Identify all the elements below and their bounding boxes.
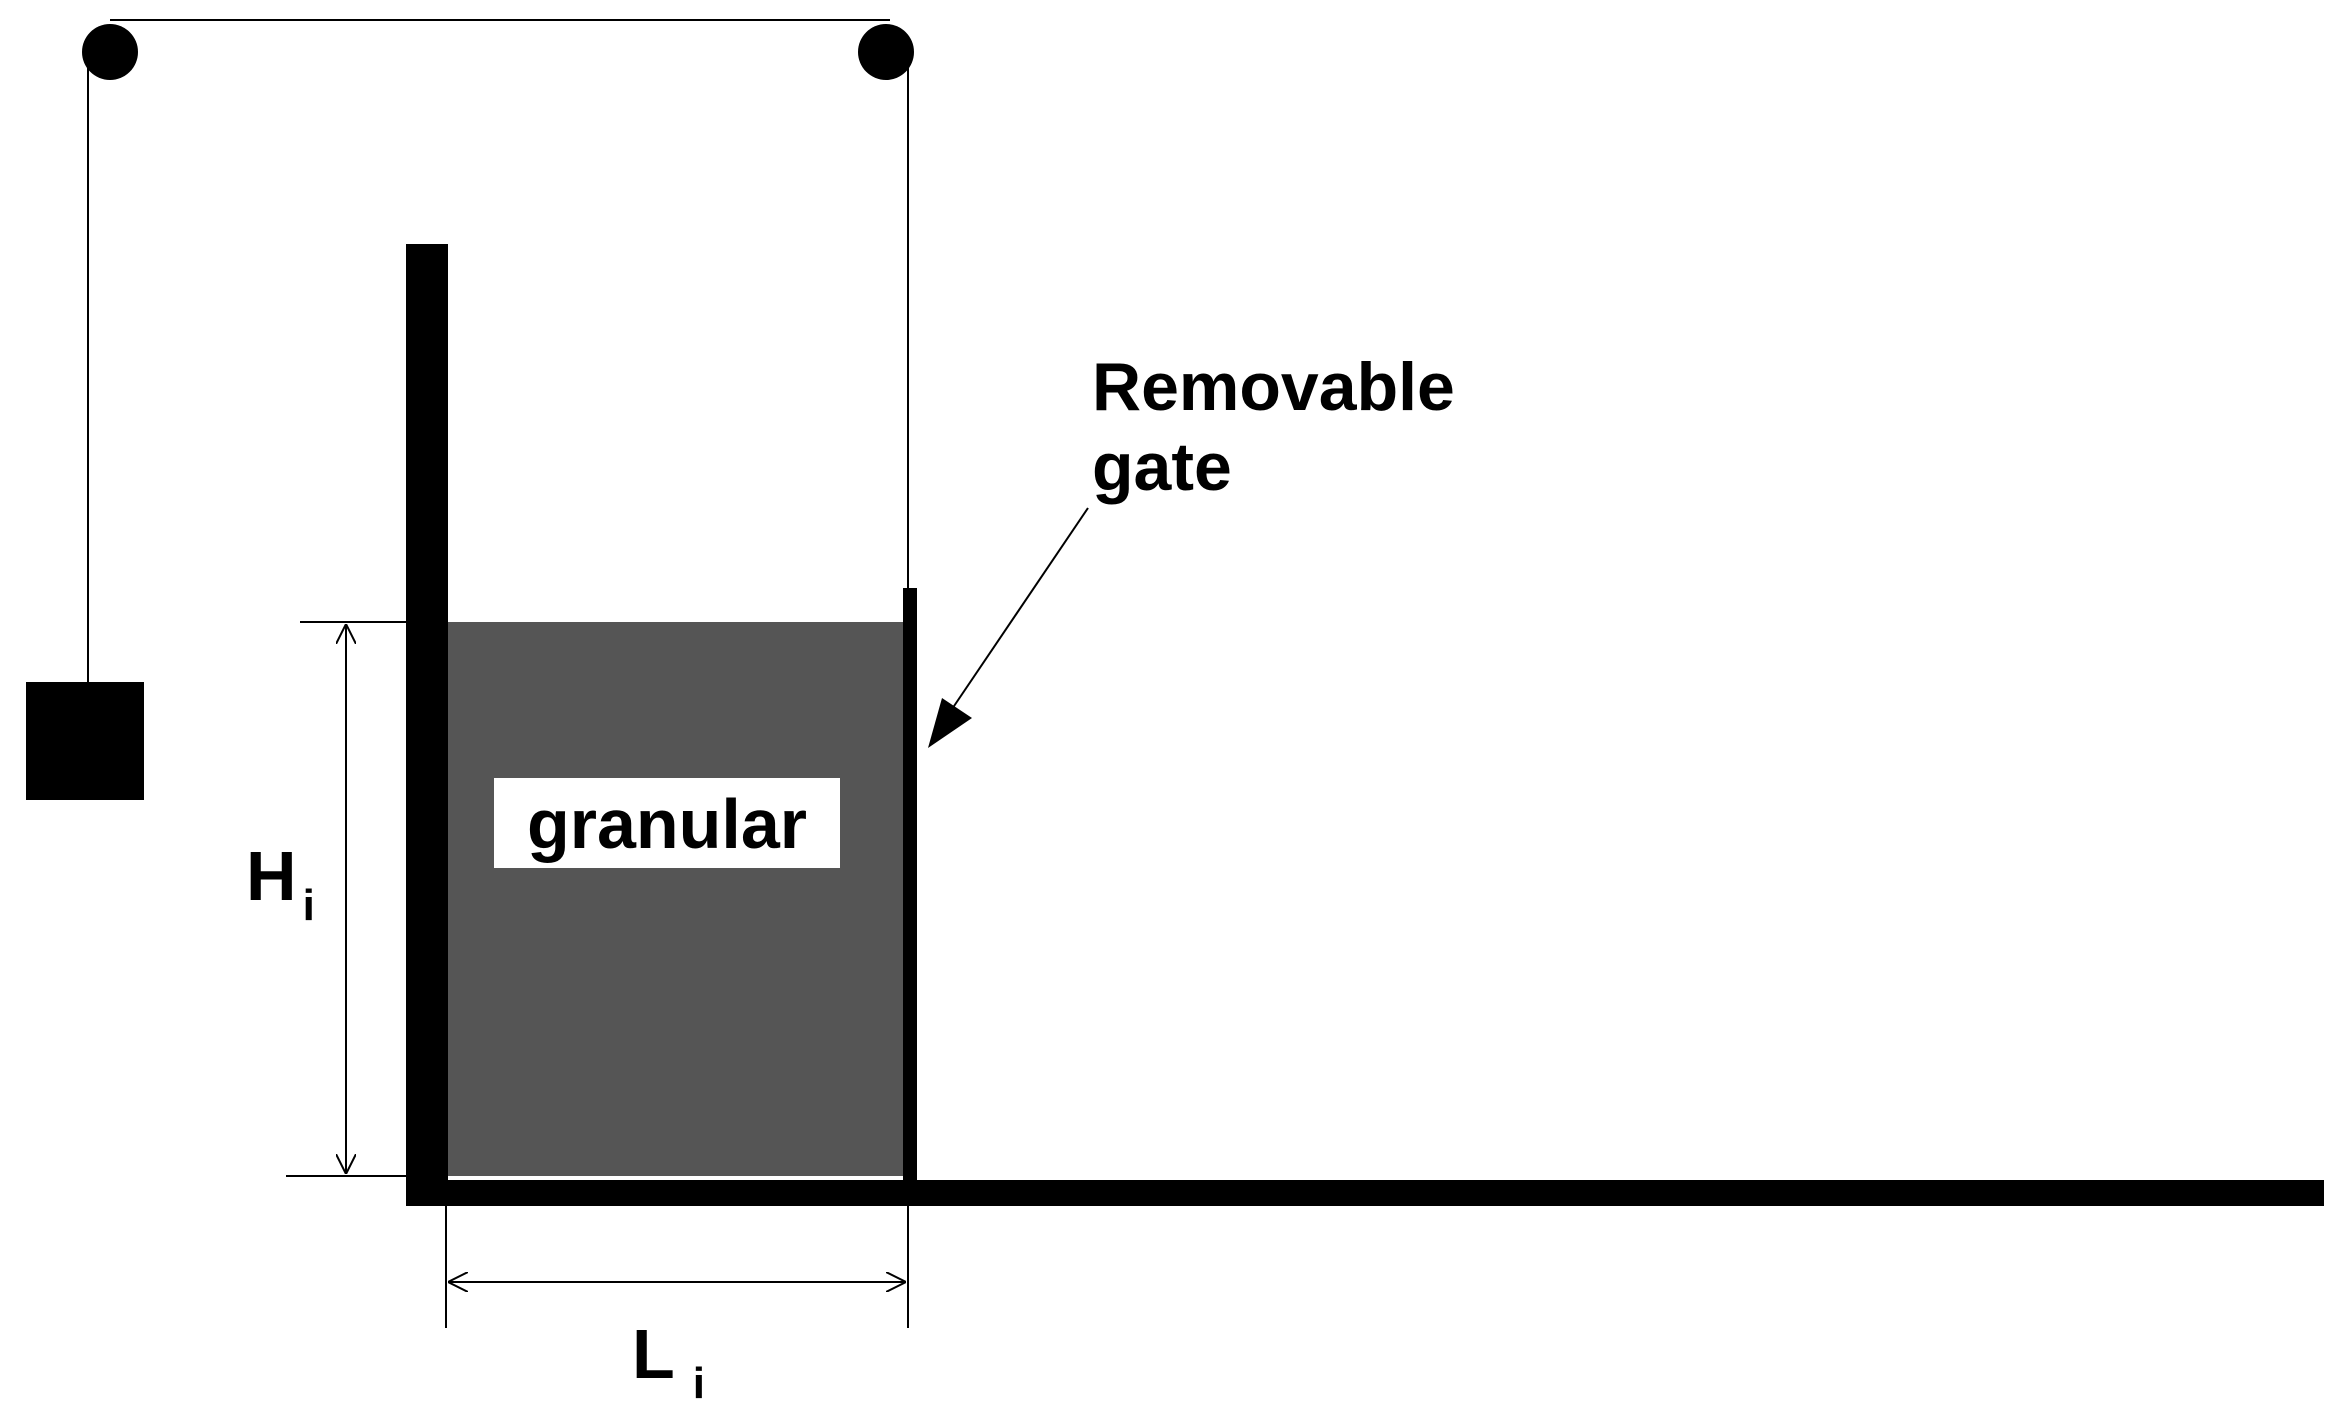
gate-label-line1: Removable [1092,349,1455,425]
granular-column [440,622,904,1176]
right-pulley [858,24,914,80]
height-label-main: H [246,837,297,915]
length-label-main: L [632,1315,675,1393]
gate-label: Removable gate [1092,349,1474,505]
pulley-system [26,19,914,800]
removable-gate [903,588,917,1184]
left-pulley [82,24,138,80]
counterweight [26,682,144,800]
height-label-subscript: i [303,881,315,930]
channel-floor [406,1180,2324,1206]
granular-label-background [494,778,840,868]
length-label-subscript: i [693,1359,705,1404]
gate-pointer-line [949,507,1089,713]
granular-label: granular [527,785,807,863]
gate-label-line2: gate [1092,429,1232,505]
gate-pointer-arrowhead [928,698,972,748]
back-wall [406,244,448,1204]
gate-annotation: Removable gate [928,349,1474,748]
granular-label-group: granular [494,778,840,868]
channel [406,244,2324,1206]
